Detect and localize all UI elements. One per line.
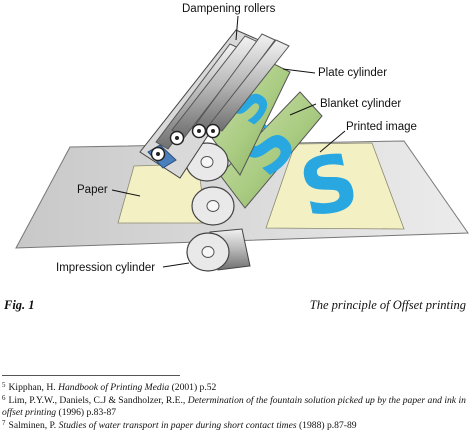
footnote-divider xyxy=(2,375,180,376)
blanket-cylinder-hub xyxy=(206,200,220,212)
leader-dampening xyxy=(235,15,239,41)
footnote-text: Kipphan, H. xyxy=(8,382,59,393)
roller-axle-4 xyxy=(211,129,215,133)
footnote-work-title: Handbook of Printing Media xyxy=(58,382,170,393)
footnote-text: (1988) p.87-89 xyxy=(296,420,357,432)
leader-paper xyxy=(111,189,141,197)
impression-cylinder-hub xyxy=(201,246,215,258)
offset-printing-diagram: S S S Dampening rollers Plate cylinder B… xyxy=(15,3,469,274)
label-dampening-rollers: Dampening rollers xyxy=(182,3,276,15)
footnote-work-title: Determination of the fountain solution p… xyxy=(2,395,466,418)
roller-axle-3 xyxy=(197,129,201,133)
leader-plate xyxy=(282,68,316,74)
footnote-number: 6 xyxy=(2,394,6,403)
footnote-work-title: Studies of water transport in paper duri… xyxy=(58,420,297,432)
roller-axle-2 xyxy=(175,136,179,140)
footnote-number: 7 xyxy=(2,419,6,428)
figure-number: Fig. 1 xyxy=(4,298,35,312)
leader-blanket xyxy=(289,103,317,116)
roller-axle-1 xyxy=(156,152,160,156)
label-plate-cylinder: Plate cylinder xyxy=(318,67,387,79)
leader-printed xyxy=(319,130,346,153)
label-paper: Paper xyxy=(77,184,108,196)
footnote-text: Salminen, P. xyxy=(8,420,59,432)
footnote-number: 5 xyxy=(2,381,6,389)
leader-impression xyxy=(162,262,190,268)
blanket-cylinder-body xyxy=(219,91,323,209)
footnote-text: (2001) p.52 xyxy=(169,382,217,393)
footnote-text: (1996) p.83-87 xyxy=(56,406,117,418)
label-blanket-cylinder: Blanket cylinder xyxy=(320,98,401,110)
footnote-text: Lim, P.Y.W., Daniels, C.J & Sandholzer, … xyxy=(8,395,188,407)
label-printed-image: Printed image xyxy=(346,121,417,133)
plate-cylinder-hub xyxy=(200,156,214,168)
label-impression-cylinder: Impression cylinder xyxy=(56,262,155,274)
printed-image-panel xyxy=(265,142,405,230)
figure-title: The principle of Offset printing xyxy=(309,298,466,312)
